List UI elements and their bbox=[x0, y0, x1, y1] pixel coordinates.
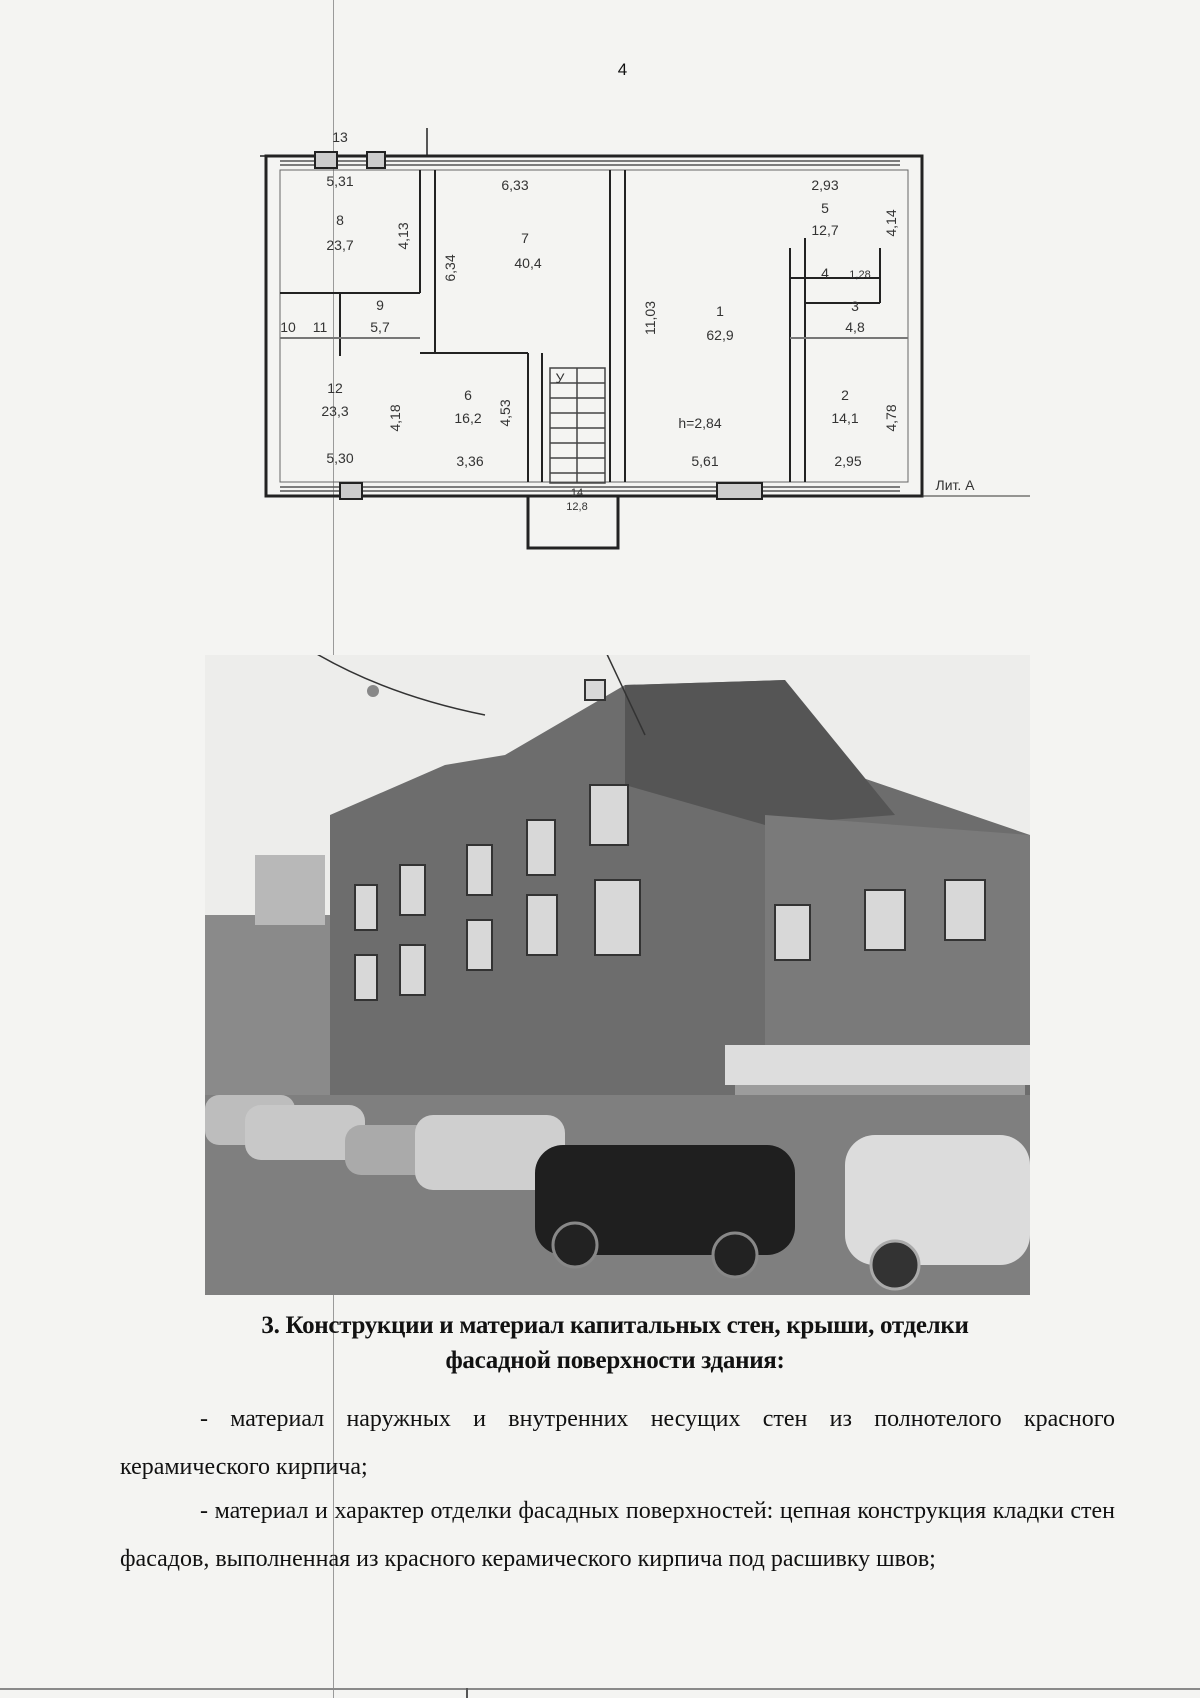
svg-text:5,7: 5,7 bbox=[370, 319, 390, 335]
svg-text:6,33: 6,33 bbox=[501, 177, 528, 193]
page-number: 4 bbox=[617, 60, 628, 79]
svg-text:3,36: 3,36 bbox=[456, 453, 483, 469]
svg-text:5: 5 bbox=[821, 200, 829, 216]
svg-text:10: 10 bbox=[280, 319, 296, 335]
svg-text:5,61: 5,61 bbox=[691, 453, 718, 469]
svg-text:4,8: 4,8 bbox=[845, 319, 865, 335]
svg-text:40,4: 40,4 bbox=[514, 255, 541, 271]
paragraph-text: - материал и характер отделки фасадных п… bbox=[120, 1498, 1115, 1572]
svg-text:4,18: 4,18 bbox=[387, 404, 403, 431]
svg-text:14: 14 bbox=[571, 487, 583, 499]
svg-text:4,13: 4,13 bbox=[395, 222, 411, 249]
svg-text:4: 4 bbox=[821, 265, 829, 281]
svg-text:7: 7 bbox=[521, 230, 529, 246]
svg-text:6,34: 6,34 bbox=[442, 254, 458, 281]
svg-text:12: 12 bbox=[327, 380, 343, 396]
svg-text:Лит. А: Лит. А bbox=[936, 477, 976, 493]
svg-text:6: 6 bbox=[464, 387, 472, 403]
paragraph-walls-material: - материал наружных и внутренних несущих… bbox=[120, 1395, 1115, 1491]
svg-text:9: 9 bbox=[376, 297, 384, 313]
svg-text:4,53: 4,53 bbox=[497, 399, 513, 426]
svg-text:23,3: 23,3 bbox=[321, 403, 348, 419]
svg-text:2,93: 2,93 bbox=[811, 177, 838, 193]
svg-text:У: У bbox=[556, 370, 565, 386]
building-facade-photo bbox=[205, 655, 1030, 1295]
svg-text:2,95: 2,95 bbox=[834, 453, 861, 469]
svg-text:1: 1 bbox=[716, 303, 724, 319]
svg-text:11,03: 11,03 bbox=[642, 301, 658, 335]
svg-text:62,9: 62,9 bbox=[706, 327, 733, 343]
svg-text:13: 13 bbox=[332, 129, 348, 145]
svg-text:5,30: 5,30 bbox=[326, 450, 353, 466]
paragraph-text: - материал наружных и внутренних несущих… bbox=[120, 1406, 1115, 1480]
svg-text:23,7: 23,7 bbox=[326, 237, 353, 253]
svg-text:14,1: 14,1 bbox=[831, 410, 858, 426]
section-heading: 3. Конструкции и материал капитальных ст… bbox=[200, 1308, 1030, 1378]
svg-text:12,8: 12,8 bbox=[566, 501, 587, 513]
section-heading-line-2: фасадной поверхности здания: bbox=[445, 1347, 785, 1374]
svg-text:5,31: 5,31 bbox=[326, 173, 353, 189]
scan-artifact-bottom-line bbox=[0, 1688, 1200, 1690]
svg-text:4,14: 4,14 bbox=[883, 209, 899, 236]
svg-text:4,78: 4,78 bbox=[883, 404, 899, 431]
svg-text:12,7: 12,7 bbox=[811, 222, 838, 238]
section-heading-line-1: 3. Конструкции и материал капитальных ст… bbox=[261, 1312, 969, 1339]
paragraph-facade-finish: - материал и характер отделки фасадных п… bbox=[120, 1487, 1115, 1583]
floor-plan: 13 5,31 8 23,7 4,13 6,33 7 40,4 6,34 9 5… bbox=[251, 121, 1030, 588]
svg-text:h=2,84: h=2,84 bbox=[678, 415, 721, 431]
svg-text:2: 2 bbox=[841, 387, 849, 403]
svg-text:1,28: 1,28 bbox=[849, 269, 870, 281]
svg-text:11: 11 bbox=[313, 319, 328, 335]
scan-artifact-tick bbox=[466, 1688, 468, 1698]
svg-text:3: 3 bbox=[851, 298, 859, 314]
svg-text:16,2: 16,2 bbox=[454, 410, 481, 426]
svg-text:8: 8 bbox=[336, 212, 344, 228]
